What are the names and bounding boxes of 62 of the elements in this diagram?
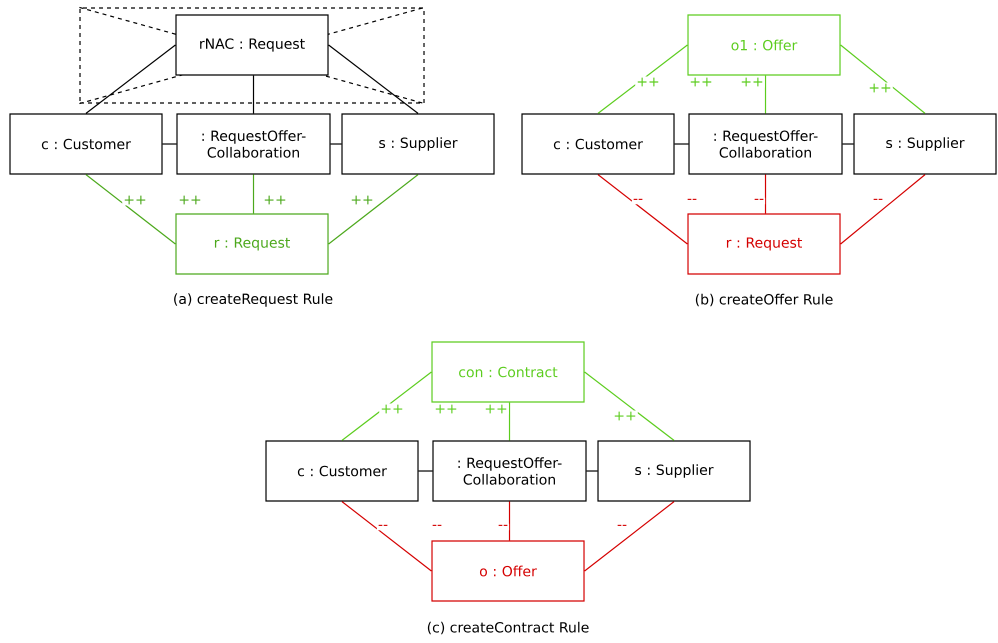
edge-label: ++ <box>382 404 402 414</box>
edge-label: -- <box>634 198 642 200</box>
connector <box>342 501 432 572</box>
edge-label: ++ <box>352 196 372 204</box>
edge-label: -- <box>874 198 882 200</box>
connector <box>508 402 510 440</box>
edge-label: ++ <box>638 78 658 86</box>
connector <box>598 44 688 114</box>
marker: ++ <box>690 78 712 86</box>
edge-label: -- <box>498 524 508 526</box>
object-box: s : Supplier <box>341 113 495 175</box>
object-box: c : Customer <box>9 113 163 175</box>
edge-label: ++ <box>264 196 286 204</box>
connector <box>252 76 254 114</box>
object-box: : RequestOffer- Collaboration <box>688 113 843 175</box>
edge-label: ++ <box>870 84 890 92</box>
object-box: o1 : Offer <box>687 14 841 76</box>
object-box: s : Supplier <box>853 113 997 175</box>
marker: -- <box>688 198 696 200</box>
connector <box>674 143 688 145</box>
connector <box>162 143 176 145</box>
connector <box>330 143 342 145</box>
object-box: r : Request <box>175 213 329 275</box>
edge-label: -- <box>618 524 626 526</box>
object-box: con : Contract <box>431 341 585 403</box>
connector <box>328 174 418 244</box>
connector <box>418 470 432 472</box>
connector <box>842 143 854 145</box>
marker: ++ <box>436 404 456 414</box>
marker: -- <box>432 524 442 526</box>
edge-label: -- <box>754 198 764 200</box>
connector <box>584 501 674 572</box>
edge-label: ++ <box>614 412 636 420</box>
connector <box>86 174 176 244</box>
connector <box>328 44 418 114</box>
connector <box>586 470 598 472</box>
object-box: r : Request <box>687 213 841 275</box>
edge-label: ++ <box>486 404 506 414</box>
connector <box>508 502 510 540</box>
object-box: rNAC : Request <box>175 14 329 76</box>
connector <box>764 76 766 114</box>
connector <box>840 44 926 114</box>
connector <box>86 44 176 114</box>
connector <box>342 372 432 441</box>
object-box: s : Supplier <box>597 440 751 502</box>
caption: (a) createRequest Rule <box>174 293 332 307</box>
connector <box>252 174 254 214</box>
connector <box>598 174 688 244</box>
caption: (c) createContract Rule <box>428 622 589 634</box>
object-box: o : Offer <box>431 540 585 602</box>
object-box: : RequestOffer- Collaboration <box>432 440 587 502</box>
connector <box>584 372 674 441</box>
edge-label: -- <box>378 524 388 526</box>
edge-label: ++ <box>742 78 762 86</box>
object-box: c : Customer <box>265 440 419 502</box>
object-box: : RequestOffer- Collaboration <box>176 113 331 175</box>
caption: (b) createOffer Rule <box>696 294 833 306</box>
connector <box>764 174 766 214</box>
object-box: c : Customer <box>521 113 675 175</box>
connector <box>840 174 926 244</box>
edge-label: ++ <box>124 196 146 204</box>
marker: ++ <box>180 196 200 204</box>
